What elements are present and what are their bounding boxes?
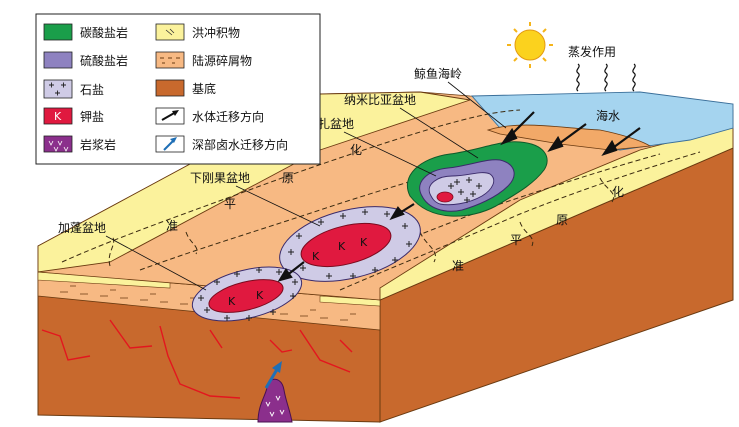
lower-congo-k-3: K [312, 250, 320, 263]
gabon-k-2: K [256, 289, 264, 302]
halite-swatch-icon [43, 79, 73, 99]
gabon-basin-label: 加蓬盆地 [58, 221, 106, 235]
walvis-ridge-label: 鲸鱼海岭 [414, 66, 462, 81]
legend-label-basement: 基底 [192, 81, 216, 96]
lower-congo-k-2: K [360, 236, 368, 249]
black-arrow-icon [161, 110, 179, 121]
magma-swatch-marks [48, 140, 69, 152]
peneplain-right-1: 准 [452, 259, 464, 273]
magma-v-marks [265, 395, 285, 418]
potash-swatch-symbol: K [54, 110, 62, 123]
legend-label-potash: 钾盐 [80, 110, 104, 124]
gabon-k-1: K [228, 295, 236, 308]
gabon-halite-crosses [198, 267, 298, 321]
clastic-swatch-icon [155, 51, 185, 69]
water-migration-arrows [277, 111, 641, 282]
peneplain-left-3: 原 [282, 171, 294, 185]
legend-label-sulfate: 硫酸盐岩 [80, 53, 128, 68]
peneplain-right-4: 化 [612, 185, 624, 199]
magma-swatch-icon [43, 135, 73, 153]
blue-arrow-icon [163, 137, 177, 151]
halite-swatch-crosses [49, 82, 66, 96]
lower-congo-k-1: K [338, 240, 346, 253]
peneplain-right-3: 原 [556, 213, 568, 227]
alluvial-swatch-mark [165, 28, 175, 36]
legend-label-clastic: 陆源碎屑物 [192, 53, 252, 68]
legend-label-carbonate: 碳酸盐岩 [80, 25, 128, 40]
carbonate-swatch-icon [43, 23, 73, 41]
leader-lines [105, 81, 507, 291]
alluvial-swatch-icon [155, 23, 185, 41]
legend-label-magma: 岩浆岩 [80, 137, 116, 152]
sea-label: 海水 [596, 108, 620, 123]
sun-icon [507, 22, 553, 68]
brine-arrowhead [272, 361, 282, 373]
peneplain-left-2: 平 [224, 197, 236, 211]
gabon-basin-potash [208, 279, 284, 313]
peneplain-left-1: 准 [166, 219, 178, 233]
legend-label-halite: 石盐 [80, 83, 104, 97]
basement-swatch-icon [155, 79, 185, 97]
alluvial-belt-right [379, 125, 734, 301]
lower-congo-basin-potash [300, 222, 392, 268]
clastic-swatch-mark [160, 57, 180, 64]
sulfate-swatch-icon [43, 51, 73, 69]
potash-swatch-icon [43, 107, 73, 125]
lower-congo-halite-crosses [288, 209, 412, 279]
namibia-basin-label: 纳米比亚盆地 [344, 93, 416, 107]
evaporation-wave-icons [576, 63, 636, 92]
legend-label-alluvial: 洪冲积物 [192, 25, 240, 40]
peneplain-right-2: 平 [510, 233, 522, 247]
peneplain-left-4: 化 [350, 143, 362, 157]
front-faults [41, 319, 353, 399]
evaporation-label: 蒸发作用 [568, 44, 616, 59]
kwanza-potash [436, 191, 454, 203]
legend: 碳酸盐岩 洪冲积物 硫酸盐岩 陆源碎屑物 石盐 基底 K 钾盐 水体迁移方向 岩… [35, 13, 321, 165]
kwanza-halite-crosses [448, 177, 482, 203]
legend-label-brine-flow: 深部卤水迁移方向 [192, 137, 288, 152]
legend-label-water-flow: 水体迁移方向 [192, 109, 264, 124]
lower-congo-basin-label: 下刚果盆地 [190, 171, 250, 185]
alluvial-belt-left [37, 91, 471, 273]
